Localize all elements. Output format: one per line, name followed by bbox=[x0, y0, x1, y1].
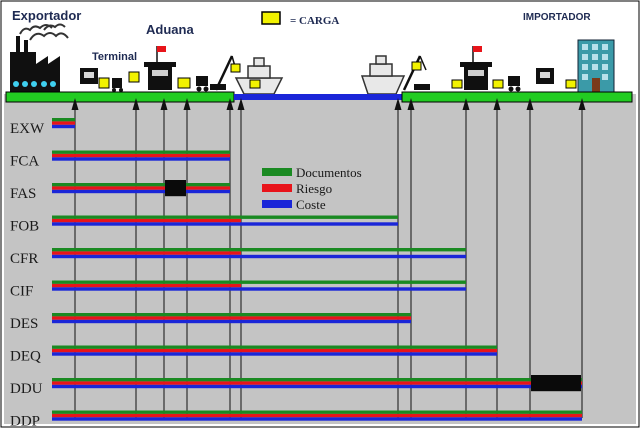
forklift-icon bbox=[196, 76, 209, 92]
sea bbox=[234, 94, 402, 100]
customs-block-ddu bbox=[531, 375, 581, 392]
arrow-up-icon bbox=[407, 98, 415, 110]
bar-risk-fca bbox=[52, 153, 230, 158]
bar-documents-deq bbox=[52, 345, 497, 349]
ship-icon bbox=[360, 55, 406, 95]
bar-documents-ddu bbox=[52, 378, 582, 382]
bar-risk-cfr bbox=[52, 251, 241, 255]
ground-export bbox=[5, 91, 235, 103]
customs-block-fas bbox=[165, 180, 186, 197]
arrow-up-icon bbox=[226, 98, 234, 110]
bar-cost-ddu bbox=[52, 384, 582, 389]
factory-icon bbox=[10, 36, 60, 92]
term-labels: EXW FCA FAS FOB CFR CIF DES DEQ DDU DDP bbox=[10, 121, 45, 428]
customs-house-icon bbox=[460, 46, 492, 90]
arrow-up-icon bbox=[394, 98, 402, 110]
arrow-up-icon bbox=[462, 98, 470, 110]
legend-risk-swatch bbox=[262, 184, 292, 192]
bar-risk-exw bbox=[52, 121, 75, 125]
legend-cost-label: Coste bbox=[296, 197, 326, 212]
bar-risk-cif bbox=[52, 283, 241, 288]
cargo-legend-label: = CARGA bbox=[290, 15, 339, 27]
bar-documents-cfr bbox=[52, 248, 466, 252]
bar-cost-cif bbox=[52, 287, 466, 291]
terminal-icon bbox=[80, 68, 123, 92]
legend: Documentos Riesgo Coste bbox=[262, 165, 362, 212]
bar-cost-ddp bbox=[52, 417, 582, 421]
bar-cost-exw bbox=[52, 124, 75, 129]
bar-documents-cif bbox=[52, 280, 466, 284]
legend-cost-swatch bbox=[262, 200, 292, 208]
term-label-deq: DEQ bbox=[10, 349, 41, 365]
cargo-box bbox=[451, 79, 463, 89]
bar-documents-fas bbox=[52, 183, 230, 187]
bar-documents-fca bbox=[52, 150, 230, 154]
bar-risk-fob bbox=[52, 218, 241, 223]
bar-risk-ddp bbox=[52, 413, 582, 418]
bar-documents-ddp bbox=[52, 410, 582, 414]
cargo-box bbox=[128, 71, 140, 83]
cargo-box bbox=[492, 79, 504, 89]
term-label-ddp: DDP bbox=[10, 414, 40, 428]
cargo-box bbox=[411, 61, 422, 71]
bar-risk-ddu bbox=[52, 381, 582, 385]
term-label-fas: FAS bbox=[10, 186, 36, 202]
term-label-exw: EXW bbox=[10, 121, 45, 137]
cargo-box bbox=[177, 77, 191, 89]
bar-documents-fob bbox=[52, 215, 398, 219]
arrow-up-icon bbox=[493, 98, 501, 110]
smoke-icon bbox=[19, 23, 69, 41]
arrow-up-icon bbox=[578, 98, 586, 110]
bar-cost-cfr bbox=[52, 254, 466, 259]
term-label-cif: CIF bbox=[10, 284, 33, 300]
bar-cost-deq bbox=[52, 352, 497, 356]
arrow-up-icon bbox=[160, 98, 168, 110]
bar-cost-des bbox=[52, 319, 411, 324]
bar-cost-fas bbox=[52, 189, 230, 194]
bar-cost-fob bbox=[52, 222, 398, 226]
office-building-icon bbox=[577, 39, 615, 93]
cargo-box bbox=[98, 77, 110, 89]
cargo-box bbox=[565, 79, 577, 89]
exporter-label: Exportador bbox=[12, 8, 81, 23]
importer-label: IMPORTADOR bbox=[523, 12, 591, 23]
term-label-ddu: DDU bbox=[10, 381, 43, 397]
term-bars bbox=[52, 118, 582, 421]
arrow-up-icon bbox=[71, 98, 79, 110]
bar-risk-deq bbox=[52, 348, 497, 353]
term-label-des: DES bbox=[10, 316, 38, 332]
cargo-legend-swatch bbox=[261, 11, 281, 25]
arrow-up-icon bbox=[237, 98, 245, 110]
bar-documents-des bbox=[52, 313, 411, 317]
customs-label: Aduana bbox=[146, 22, 194, 37]
arrow-up-icon bbox=[132, 98, 140, 110]
arrow-up-icon bbox=[526, 98, 534, 110]
cargo-box bbox=[230, 63, 241, 73]
ground-import bbox=[401, 91, 633, 103]
terminal-label: Terminal bbox=[92, 51, 137, 63]
bar-cost-fca bbox=[52, 157, 230, 161]
arrow-up-icon bbox=[183, 98, 191, 110]
legend-documents-label: Documentos bbox=[296, 165, 362, 180]
customs-house-icon bbox=[144, 46, 176, 90]
terminal-icon bbox=[536, 68, 554, 84]
bar-risk-des bbox=[52, 316, 411, 320]
legend-risk-label: Riesgo bbox=[296, 181, 332, 196]
term-label-cfr: CFR bbox=[10, 251, 38, 267]
header-illustration: Exportador Aduana Terminal IMPORTADOR = … bbox=[10, 8, 615, 95]
forklift-icon bbox=[508, 76, 521, 92]
bar-documents-exw bbox=[52, 118, 75, 122]
term-label-fca: FCA bbox=[10, 154, 39, 170]
bar-risk-fas bbox=[52, 186, 230, 190]
term-label-fob: FOB bbox=[10, 219, 39, 235]
chart-background bbox=[4, 94, 636, 424]
legend-documents-swatch bbox=[262, 168, 292, 176]
